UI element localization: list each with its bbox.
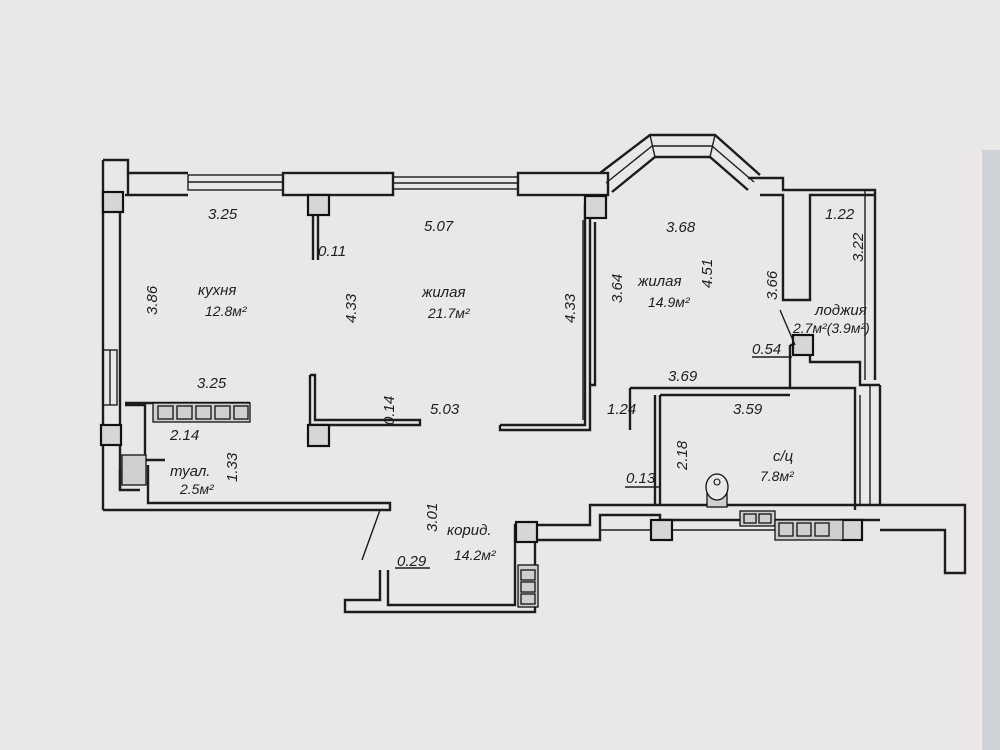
dimension-label: 3.68: [666, 219, 696, 236]
room-name-bathroom: с/ц: [773, 448, 794, 465]
room-name-wc: туал.: [170, 463, 210, 480]
column: [649, 518, 674, 542]
dimension-label: 0.11: [318, 243, 346, 260]
dimension-label: 3.25: [197, 375, 227, 392]
columns: [99, 190, 864, 544]
paper-edge: [982, 150, 1000, 750]
room-area-kitchen: 12.8м²: [205, 303, 248, 319]
column: [514, 520, 539, 544]
room-area-bathroom: 7.8м²: [760, 468, 795, 484]
outer-walls: [101, 133, 967, 614]
room-area-loggia: 2.7м²(3.9м²): [792, 320, 870, 336]
column: [840, 518, 864, 542]
kitchen-stove-icon: [152, 402, 251, 423]
leader-line: [779, 309, 796, 346]
dimension-labels: 3.25 5.07 3.68 1.22 3.22 0.11 3.86 4.33 …: [144, 206, 867, 570]
dimension-label: 0.54: [752, 341, 781, 358]
dimension-label: 3.64: [609, 274, 626, 303]
dimension-label: 4.51: [699, 259, 716, 288]
dimension-label: 3.86: [144, 285, 161, 315]
room-labels: кухня 12.8м² жилая 21.7м² жилая 14.9м² л…: [170, 273, 870, 563]
dimension-label: 0.29: [397, 553, 427, 570]
column: [791, 333, 815, 357]
dimension-label: 3.69: [668, 368, 698, 385]
room-name-living-2: жилая: [637, 273, 681, 290]
corridor-cabinet-icon: [517, 564, 539, 608]
dimension-label: 5.03: [430, 401, 460, 418]
bath-sink-icon: [739, 510, 844, 541]
dimension-label: 3.25: [208, 206, 238, 223]
column: [306, 423, 331, 448]
dimension-label: 1.22: [825, 206, 855, 223]
column: [101, 190, 125, 214]
room-name-living-1: жилая: [421, 284, 465, 301]
toilet-icon: [705, 473, 729, 508]
dimension-label: 2.14: [169, 427, 199, 444]
room-name-loggia: лоджия: [814, 302, 867, 319]
room-area-corridor: 14.2м²: [454, 547, 497, 563]
room-name-kitchen: кухня: [198, 282, 236, 299]
dimension-label: 0.14: [381, 396, 398, 425]
room-area-wc: 2.5м²: [179, 481, 215, 497]
dimension-label: 4.33: [562, 293, 579, 323]
dimension-label: 1.33: [224, 452, 241, 482]
dimension-label: 1.24: [607, 401, 636, 418]
room-area-living-1: 21.7м²: [427, 305, 471, 321]
dimension-label: 3.22: [850, 232, 867, 262]
room-area-living-2: 14.9м²: [648, 294, 691, 310]
dimension-label: 3.66: [764, 270, 781, 300]
dimension-label: 4.33: [343, 293, 360, 323]
column: [99, 423, 123, 447]
fixtures: [121, 402, 844, 608]
dimension-label: 0.13: [626, 470, 656, 487]
wc-corner-fixture: [121, 454, 147, 486]
column: [583, 194, 608, 220]
dimension-label: 3.59: [733, 401, 763, 418]
dimension-label: 5.07: [424, 218, 454, 235]
dimension-label: 2.18: [674, 440, 691, 471]
dimension-label: 3.01: [424, 503, 441, 532]
column: [306, 193, 331, 217]
room-name-corridor: корид.: [447, 522, 492, 539]
